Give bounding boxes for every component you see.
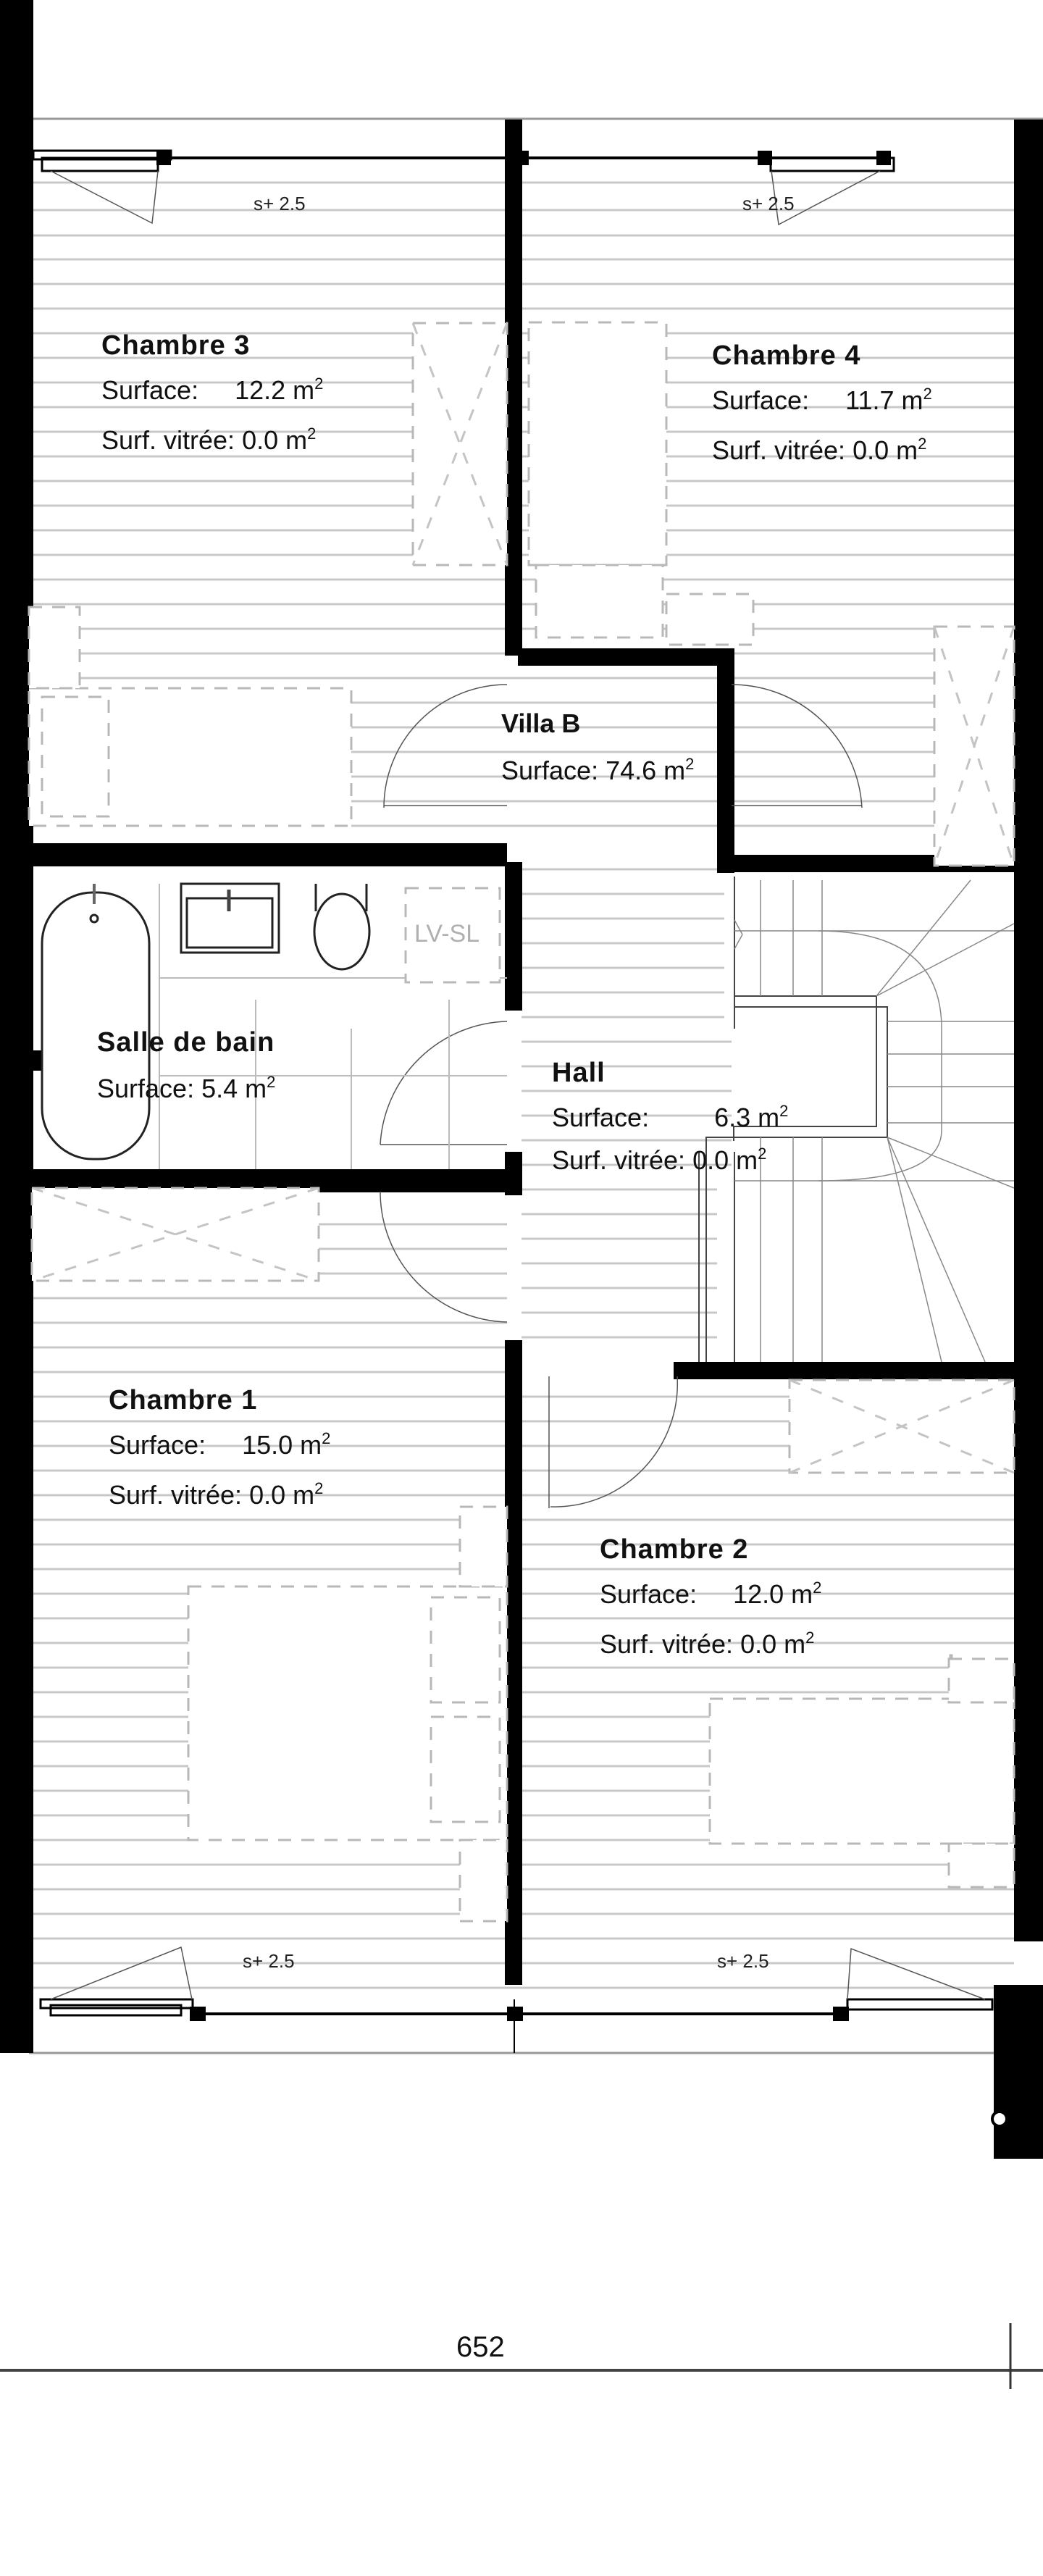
window-sill-label: s+ 2.5 (742, 193, 795, 214)
surface-value: 15.0 m (242, 1430, 322, 1460)
surface-label: Surface: (97, 1074, 195, 1103)
glazed-label: Surf. vitrée: (101, 425, 235, 455)
glazed-value: 0.0 m (692, 1145, 758, 1175)
surface-label: Surface: (109, 1430, 206, 1460)
window-sill-label: s+ 2.5 (717, 1950, 769, 1972)
room-label-chambre-3: Chambre 3 Surface: 12.2 m2 Surf. vitrée:… (101, 330, 324, 455)
surface-value: 5.4 m (201, 1074, 267, 1103)
windows (32, 149, 994, 2053)
surface-label: Surface: (712, 385, 810, 415)
glazed-label: Surf. vitrée: (109, 1480, 243, 1510)
toilet-icon (313, 892, 371, 971)
glazed-value: 0.0 m (740, 1629, 806, 1659)
room-label-hall: Hall Surface: 6.3 m2 Surf. vitrée: 0.0 m… (552, 1058, 789, 1175)
room-name: Chambre 3 (101, 330, 251, 361)
window-sill-label: s+ 2.5 (254, 193, 306, 214)
window-sill-label: s+ 2.5 (243, 1950, 295, 1972)
plan-summary: Villa B Surface: 74.6 m2 (501, 708, 695, 785)
room-label-chambre-2: Chambre 2 Surface: 12.0 m2 Surf. vitrée:… (600, 1534, 822, 1659)
bathtub-icon (41, 891, 151, 1161)
glazed-value: 0.0 m (249, 1480, 315, 1510)
room-label-chambre-1: Chambre 1 Surface: 15.0 m2 Surf. vitrée:… (109, 1385, 331, 1510)
surface-value: 12.0 m (733, 1579, 813, 1609)
room-name: Chambre 4 (712, 340, 861, 371)
room-label-salle-de-bain: Salle de bain Surface: 5.4 m2 (97, 1027, 276, 1103)
surface-label: Surface: (552, 1103, 650, 1132)
glazed-value: 0.0 m (242, 425, 308, 455)
surface-value: 12.2 m (235, 375, 315, 405)
surface-label: Surface: (101, 375, 199, 405)
glazed-label: Surf. vitrée: (552, 1145, 686, 1175)
glazed-value: 0.0 m (853, 435, 918, 465)
staircase (698, 877, 1015, 1363)
washer-dryer-placeholder (404, 887, 501, 984)
glazed-label: Surf. vitrée: (600, 1629, 734, 1659)
dimension-line (0, 2323, 1043, 2389)
doors (380, 684, 863, 1508)
room-label-chambre-4: Chambre 4 Surface: 11.7 m2 Surf. vitrée:… (712, 340, 932, 465)
dimension-value: 652 (456, 2331, 505, 2363)
furniture (28, 321, 1015, 1923)
room-name: Chambre 2 (600, 1534, 749, 1565)
surface-label: Surface: (600, 1579, 698, 1609)
room-name: Hall (552, 1058, 606, 1088)
plan-title: Villa B (501, 708, 581, 738)
total-surface-label: Surface: (501, 756, 599, 785)
bathroom-fixtures (41, 882, 507, 1169)
room-name: Chambre 1 (109, 1385, 258, 1415)
room-name: Salle de bain (97, 1027, 275, 1058)
surface-value: 6.3 m (714, 1103, 780, 1132)
washer-dryer-label: LV-SL (414, 920, 480, 948)
glazed-label: Surf. vitrée: (712, 435, 846, 465)
total-surface-value: 74.6 m (606, 756, 686, 785)
surface-value: 11.7 m (845, 385, 923, 415)
walls (0, 0, 1043, 2159)
